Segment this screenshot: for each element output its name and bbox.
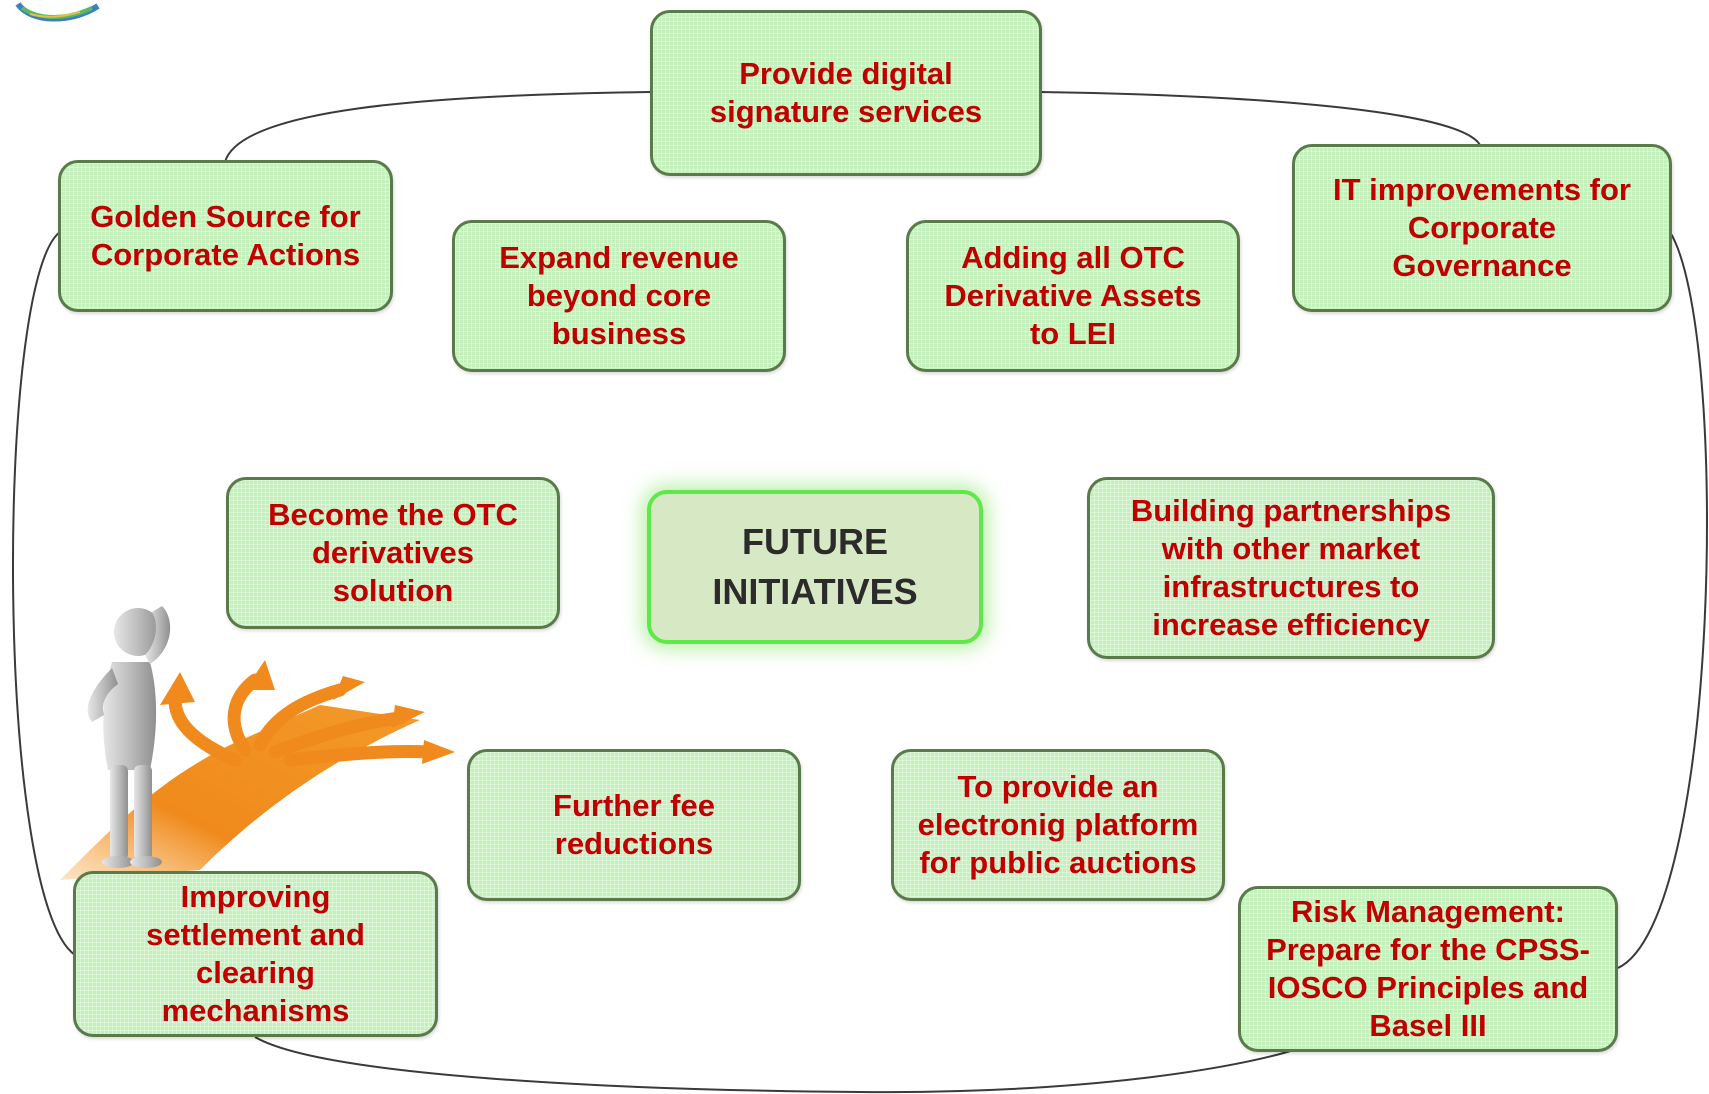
initiative-label: Expand revenue beyond core business [499, 240, 739, 351]
initiative-label: Become the OTC derivatives solution [268, 497, 518, 608]
connector-top-right [1039, 91, 1481, 146]
initiative-label: Adding all OTC Derivative Assets to LEI [944, 240, 1202, 351]
initiative-label: Improving settlement and clearing mechan… [146, 879, 365, 1028]
initiative-label: Building partnerships with other market … [1130, 493, 1452, 642]
initiative-box-public-auctions: To provide an electronig platform for pu… [891, 749, 1225, 901]
initiative-label: To provide an electronig platform for pu… [917, 769, 1199, 880]
connector-top-left [224, 91, 651, 163]
initiative-label: Risk Management: Prepare for the CPSS- I… [1266, 894, 1590, 1043]
connector-right-side [1617, 231, 1708, 969]
initiative-label: Provide digital signature services [709, 56, 983, 129]
initiative-label: IT improvements for Corporate Governance [1333, 172, 1631, 283]
initiative-box-it-governance: IT improvements for Corporate Governance [1292, 144, 1672, 312]
initiative-box-expand-revenue: Expand revenue beyond core business [452, 220, 786, 372]
initiative-box-otc-solution: Become the OTC derivatives solution [226, 477, 560, 629]
center-label: FUTURE INITIATIVES [712, 520, 918, 612]
initiative-label: Golden Source for Corporate Actions [90, 199, 361, 272]
initiative-box-golden-source: Golden Source for Corporate Actions [58, 160, 393, 312]
direction-arrows [168, 673, 437, 767]
center-node-future-initiatives: FUTURE INITIATIVES [647, 490, 983, 644]
initiative-box-digital-signature: Provide digital signature services [650, 10, 1042, 176]
initiative-box-risk-management: Risk Management: Prepare for the CPSS- I… [1238, 886, 1618, 1052]
logo-icon [15, 2, 100, 22]
initiative-label: Further fee reductions [553, 788, 715, 861]
initiative-box-fee-reductions: Further fee reductions [467, 749, 801, 901]
connector-bottom [254, 1036, 1301, 1094]
person-figure [87, 606, 171, 868]
initiative-box-settlement: Improving settlement and clearing mechan… [73, 871, 438, 1037]
initiative-box-partnerships: Building partnerships with other market … [1087, 477, 1495, 659]
initiative-box-otc-lei: Adding all OTC Derivative Assets to LEI [906, 220, 1240, 372]
connector-left-side [11, 231, 76, 956]
